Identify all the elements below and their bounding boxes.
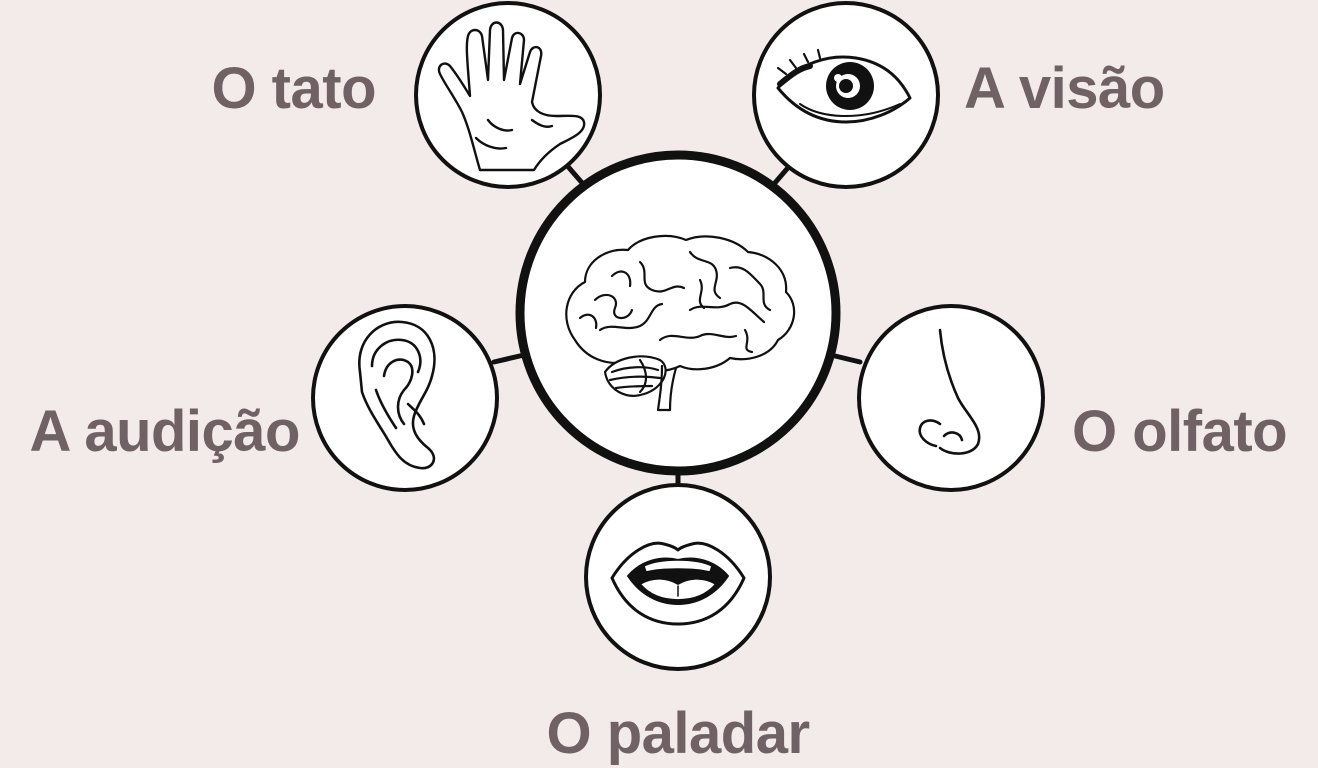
label-sight: A visão	[964, 56, 1165, 121]
sense-smell	[857, 304, 1045, 492]
label-hearing: A audição	[29, 399, 300, 464]
hand-icon	[437, 21, 586, 172]
eye-icon	[776, 48, 912, 124]
brain-node	[515, 150, 841, 476]
nose-icon	[918, 328, 981, 455]
sense-hearing	[311, 304, 499, 492]
ear-icon	[358, 320, 436, 470]
mouth-icon	[610, 541, 746, 626]
sense-touch	[414, 1, 602, 189]
label-taste: O paladar	[546, 701, 810, 766]
sense-taste	[584, 483, 772, 671]
label-touch: O tato	[211, 56, 376, 121]
connector-smell	[828, 352, 863, 365]
brain-icon	[565, 234, 796, 412]
connector-hearing	[491, 352, 527, 365]
sense-sight	[752, 1, 940, 189]
label-smell: O olfato	[1072, 399, 1288, 464]
